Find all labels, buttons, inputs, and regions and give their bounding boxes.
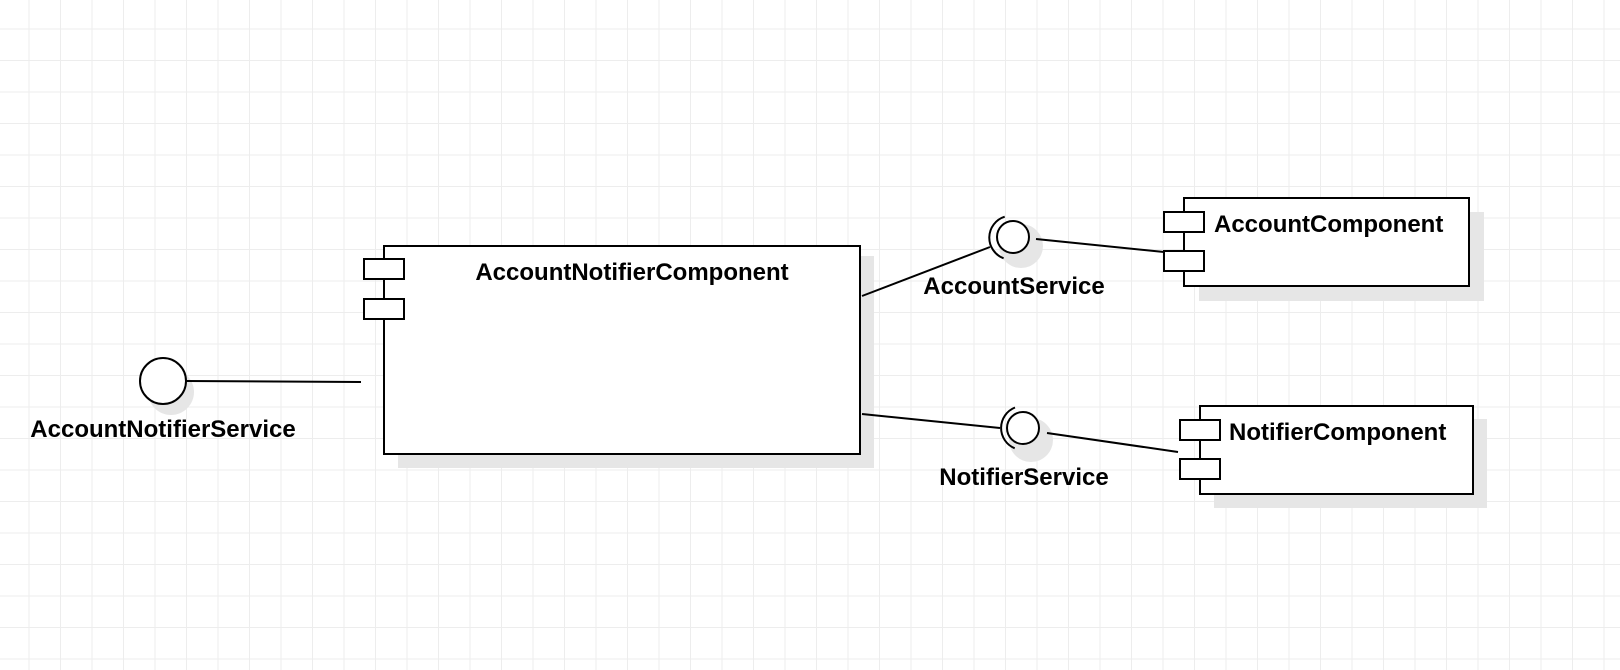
account-service-label: AccountService xyxy=(923,273,1104,300)
account-component-port-top xyxy=(1163,211,1205,233)
connector-account-service-required[interactable] xyxy=(861,246,991,297)
account-service-interface[interactable]: AccountService xyxy=(923,215,1105,300)
required-interface-socket-icon xyxy=(988,215,1006,260)
provided-interface-ball-icon xyxy=(996,220,1030,254)
notifier-service-label: NotifierService xyxy=(939,464,1108,491)
account-notifier-component[interactable]: AccountNotifierComponent xyxy=(363,245,861,455)
provided-interface-circle-icon xyxy=(139,357,187,405)
connector-account-notifier-service[interactable] xyxy=(185,380,362,383)
account-notifier-service-interface[interactable]: AccountNotifierService xyxy=(30,357,296,443)
account-component[interactable]: AccountComponent xyxy=(1163,197,1470,287)
account-notifier-component-port-top xyxy=(363,258,405,280)
notifier-component-body xyxy=(1199,405,1474,495)
account-notifier-component-port-bottom xyxy=(363,298,405,320)
account-component-label: AccountComponent xyxy=(1214,211,1443,238)
provided-interface-ball-icon xyxy=(1006,411,1040,445)
account-notifier-component-label: AccountNotifierComponent xyxy=(475,259,788,286)
connector-notifier-service-provided[interactable] xyxy=(1046,432,1179,453)
connector-account-service-provided[interactable] xyxy=(1035,238,1165,253)
notifier-service-interface[interactable]: NotifierService xyxy=(939,406,1109,492)
required-interface-socket-icon xyxy=(1000,406,1016,450)
notifier-component-port-top xyxy=(1179,419,1221,441)
notifier-component[interactable]: NotifierComponent xyxy=(1179,405,1474,495)
account-component-port-bottom xyxy=(1163,250,1205,272)
notifier-component-label: NotifierComponent xyxy=(1229,419,1446,446)
notifier-component-port-bottom xyxy=(1179,458,1221,480)
account-component-body xyxy=(1183,197,1470,287)
account-notifier-service-label: AccountNotifierService xyxy=(30,416,295,443)
connector-notifier-service-required[interactable] xyxy=(861,413,1001,429)
account-notifier-component-body xyxy=(383,245,861,455)
